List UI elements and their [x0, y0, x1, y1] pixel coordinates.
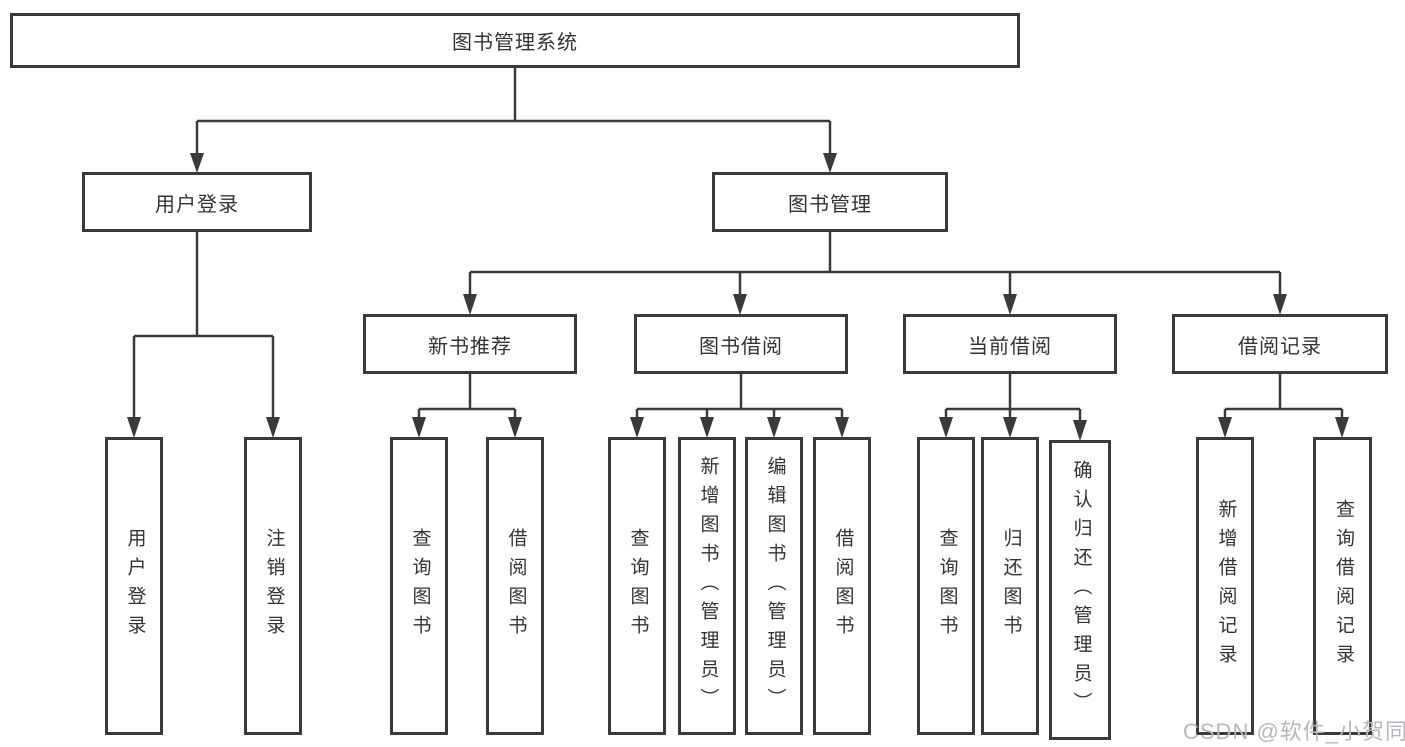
- connector-borrowrecord-to-leaves: [1218, 374, 1349, 438]
- leaf-borrow-books-2: 借阅图书: [813, 437, 871, 735]
- leaf-user-login: 用户登录: [105, 437, 163, 735]
- leaf-logout-label: 注销登录: [263, 528, 285, 644]
- leaf-edit-books-admin: 编辑图书（管理员）: [745, 437, 803, 735]
- leaf-query-borrow-record-label: 查询借阅记录: [1332, 499, 1354, 673]
- leaf-add-borrow-record: 新增借阅记录: [1196, 437, 1254, 735]
- connector-currentborrow-to-leaves: [939, 374, 1087, 441]
- node-borrowing-records: 借阅记录: [1172, 314, 1388, 374]
- leaf-query-books-1-label: 查询图书: [409, 528, 431, 644]
- leaf-return-books: 归还图书: [981, 437, 1039, 735]
- node-user-login: 用户登录: [82, 172, 312, 232]
- leaf-confirm-return-admin-label: 确认归还（管理员）: [1070, 459, 1092, 721]
- leaf-borrow-books-1-label: 借阅图书: [505, 528, 527, 644]
- leaf-add-books-admin-label: 新增图书（管理员）: [697, 455, 719, 717]
- leaf-query-books-3-label: 查询图书: [936, 528, 958, 644]
- connector-root-to-level2: [190, 68, 837, 173]
- leaf-edit-books-admin-label: 编辑图书（管理员）: [764, 455, 786, 717]
- leaf-query-books-2: 查询图书: [608, 437, 666, 735]
- leaf-confirm-return-admin: 确认归还（管理员）: [1049, 440, 1111, 740]
- connector-newbook-to-leaves: [412, 374, 522, 438]
- node-library-management-system: 图书管理系统: [10, 13, 1020, 68]
- connector-userlogin-to-leaves: [127, 232, 280, 438]
- leaf-query-books-1: 查询图书: [390, 437, 448, 735]
- leaf-query-books-2-label: 查询图书: [627, 528, 649, 644]
- leaf-return-books-label: 归还图书: [1000, 528, 1022, 644]
- node-book-borrowing: 图书借阅: [634, 314, 848, 374]
- leaf-add-borrow-record-label: 新增借阅记录: [1215, 499, 1237, 673]
- leaf-query-borrow-record: 查询借阅记录: [1313, 437, 1372, 735]
- node-new-book-recommendation: 新书推荐: [363, 314, 577, 374]
- leaf-add-books-admin: 新增图书（管理员）: [678, 437, 736, 735]
- leaf-logout: 注销登录: [244, 437, 302, 735]
- leaf-query-books-3: 查询图书: [917, 437, 975, 735]
- leaf-borrow-books-2-label: 借阅图书: [832, 528, 854, 644]
- leaf-user-login-label: 用户登录: [124, 528, 146, 644]
- node-book-management: 图书管理: [712, 172, 948, 232]
- connector-bookmgmt-to-level3: [463, 232, 1287, 315]
- connector-bookborrow-to-leaves: [630, 374, 849, 438]
- leaf-borrow-books-1: 借阅图书: [486, 437, 544, 735]
- node-current-borrowing: 当前借阅: [903, 314, 1117, 374]
- watermark: CSDN @软件_小贺同学: [1183, 719, 1405, 744]
